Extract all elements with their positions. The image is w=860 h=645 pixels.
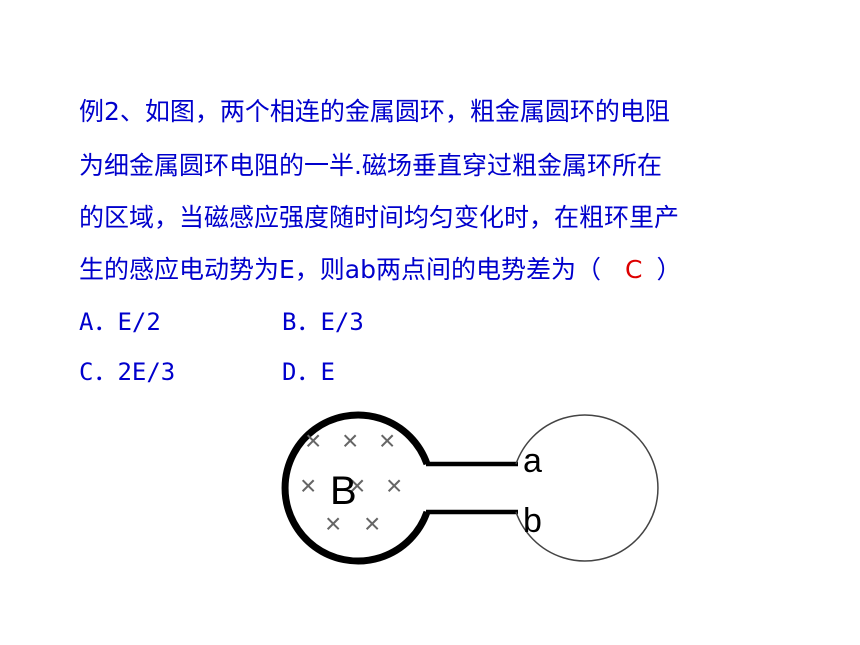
field-cross: × bbox=[349, 470, 365, 501]
option-a: A．E/2 bbox=[79, 308, 161, 336]
option-d: D．E bbox=[282, 358, 335, 386]
point-label-b: b bbox=[523, 502, 542, 540]
point-label-a: a bbox=[523, 442, 542, 480]
option-b: B．E/3 bbox=[282, 308, 364, 336]
question-line-4-close: ） bbox=[656, 255, 682, 284]
answer-letter: C bbox=[625, 255, 643, 284]
field-cross: × bbox=[325, 508, 341, 539]
field-cross: × bbox=[364, 508, 380, 539]
field-label-b: B bbox=[330, 469, 357, 513]
field-cross: × bbox=[300, 470, 316, 501]
thick-ring bbox=[281, 411, 431, 565]
question-line-4-text: 生的感应电动势为E，则ab两点间的电势差为（ bbox=[79, 255, 601, 284]
question-line-1: 例2、如图，两个相连的金属圆环，粗金属圆环的电阻 bbox=[79, 97, 670, 126]
field-cross: × bbox=[342, 425, 358, 456]
field-cross: × bbox=[386, 470, 402, 501]
option-c: C．2E/3 bbox=[79, 358, 176, 386]
question-line-4: 生的感应电动势为E，则ab两点间的电势差为（ C ） bbox=[79, 255, 681, 285]
circuit-figure: × × × × × × × × B a b bbox=[281, 411, 659, 565]
field-cross: × bbox=[305, 425, 321, 456]
question-line-3: 的区域，当磁感应强度随时间均匀变化时，在粗环里产 bbox=[79, 203, 680, 232]
question-line-2: 为细金属圆环电阻的一半.磁场垂直穿过粗金属环所在 bbox=[79, 151, 662, 180]
thin-ring bbox=[515, 414, 659, 562]
field-cross: × bbox=[379, 425, 395, 456]
